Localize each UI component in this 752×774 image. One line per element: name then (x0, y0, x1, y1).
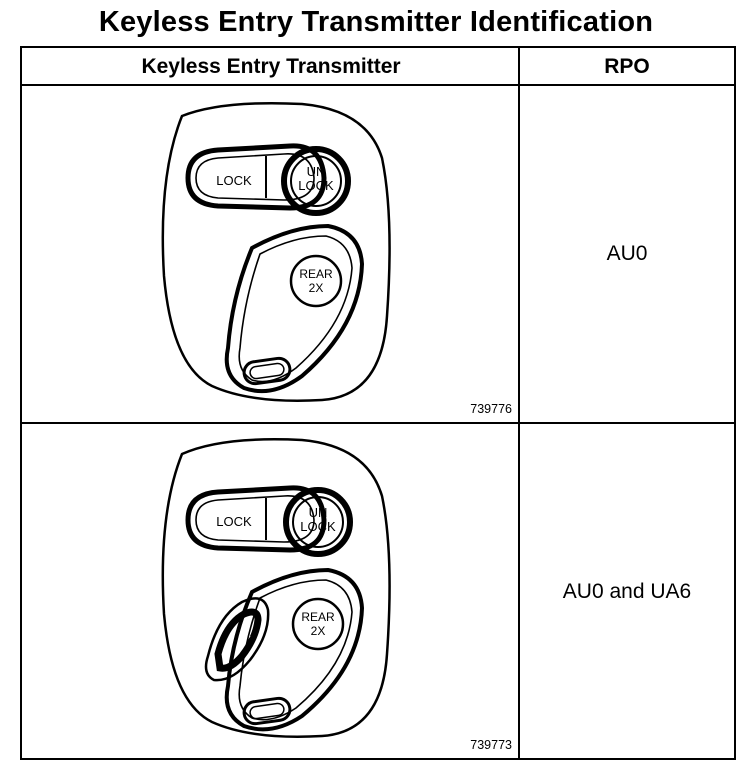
unlock-button-label-2: LOCK (300, 519, 336, 534)
key-fob-drawing: LOCK UN LOCK REAR 2X (161, 438, 391, 738)
transmitter-table: Keyless Entry Transmitter RPO (20, 46, 736, 760)
rpo-value: AU0 and UA6 (562, 580, 692, 603)
header-transmitter: Keyless Entry Transmitter (141, 55, 401, 78)
table-row: LOCK UN LOCK REAR 2X 739776 AU0 (22, 86, 734, 424)
page-title: Keyless Entry Transmitter Identification (98, 6, 654, 38)
lock-button-label: LOCK (216, 173, 252, 188)
unlock-button-label-1: UN (309, 505, 328, 520)
rpo-value: AU0 (606, 242, 648, 265)
transmitter-illustration: LOCK UN LOCK REAR 2X 739773 (22, 424, 518, 763)
figure-number: 739776 (470, 402, 512, 416)
rear-button-label-2: 2X (311, 624, 326, 638)
transmitter-illustration: LOCK UN LOCK REAR 2X 739776 (22, 86, 518, 429)
table-header-row: Keyless Entry Transmitter RPO (22, 48, 734, 86)
rear-button-label-1: REAR (301, 610, 335, 624)
header-rpo: RPO (604, 55, 650, 78)
table-row: LOCK UN LOCK REAR 2X 739773 AU0 and UA6 (22, 424, 734, 758)
rear-button-label-1: REAR (299, 267, 333, 281)
rear-button-label-2: 2X (309, 281, 324, 295)
key-fob-drawing: LOCK UN LOCK REAR 2X (161, 101, 391, 402)
unlock-button-label-2: LOCK (298, 178, 334, 193)
figure-number: 739773 (470, 738, 512, 752)
lock-button-label: LOCK (216, 514, 252, 529)
unlock-button-label-1: UN (307, 164, 326, 179)
column-divider (518, 48, 520, 758)
